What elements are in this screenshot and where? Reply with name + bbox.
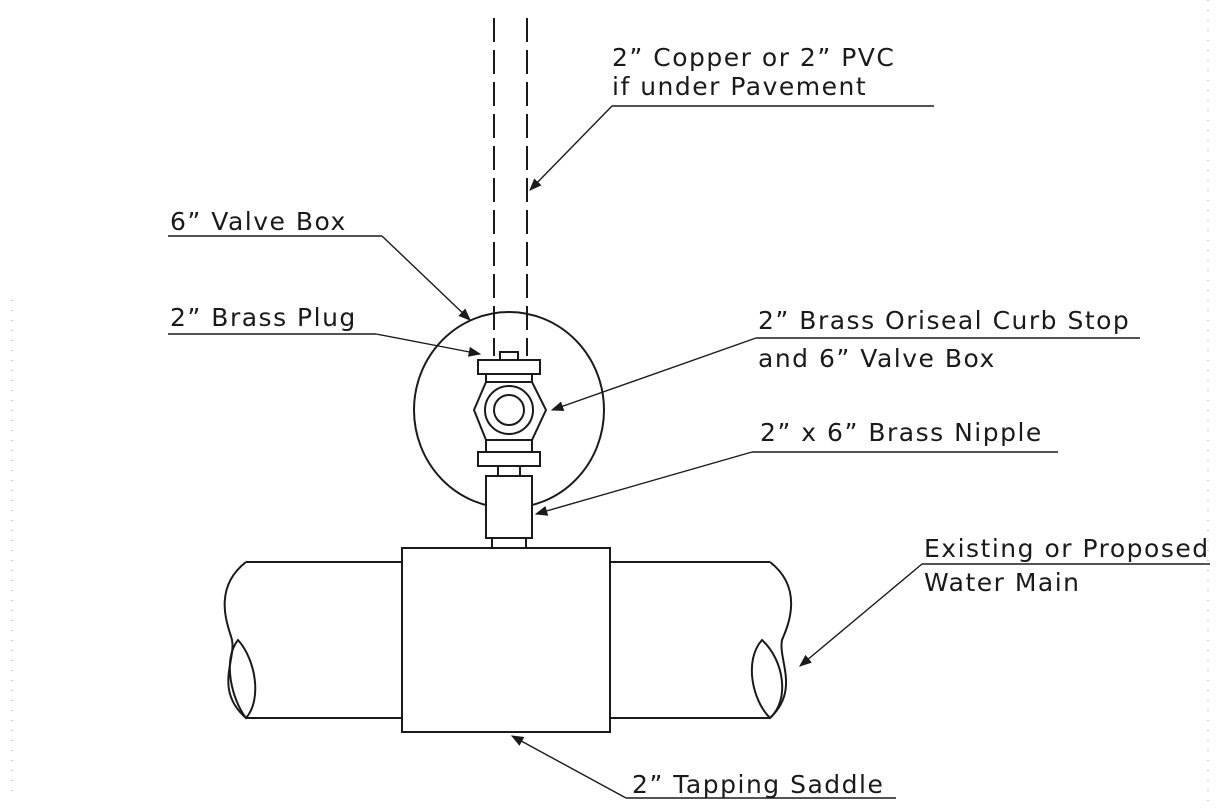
leader-lines bbox=[168, 105, 1210, 799]
brass-plug-label: 2” Brass Plug bbox=[170, 303, 357, 332]
curb-stop-assembly bbox=[472, 351, 548, 549]
water-main-label-line1: Existing or Proposed bbox=[924, 534, 1210, 563]
brass-nipple-shape bbox=[485, 475, 533, 539]
service-pipe bbox=[493, 18, 528, 356]
tapping-saddle-shape bbox=[401, 547, 611, 733]
water-main-label-line2: Water Main bbox=[924, 568, 1081, 597]
copper-pipe-label-line1: 2” Copper or 2” PVC bbox=[612, 43, 895, 72]
curb-stop-label-line1: 2” Brass Oriseal Curb Stop bbox=[758, 306, 1130, 335]
copper-pipe-label-line2: if under Pavement bbox=[612, 72, 867, 101]
curb-stop-label-line2: and 6” Valve Box bbox=[758, 344, 996, 373]
valve-box-label: 6” Valve Box bbox=[170, 207, 347, 236]
drawing-border bbox=[11, 0, 1209, 803]
tapping-saddle-label: 2” Tapping Saddle bbox=[632, 770, 884, 799]
brass-nipple-label: 2” x 6” Brass Nipple bbox=[760, 418, 1043, 447]
